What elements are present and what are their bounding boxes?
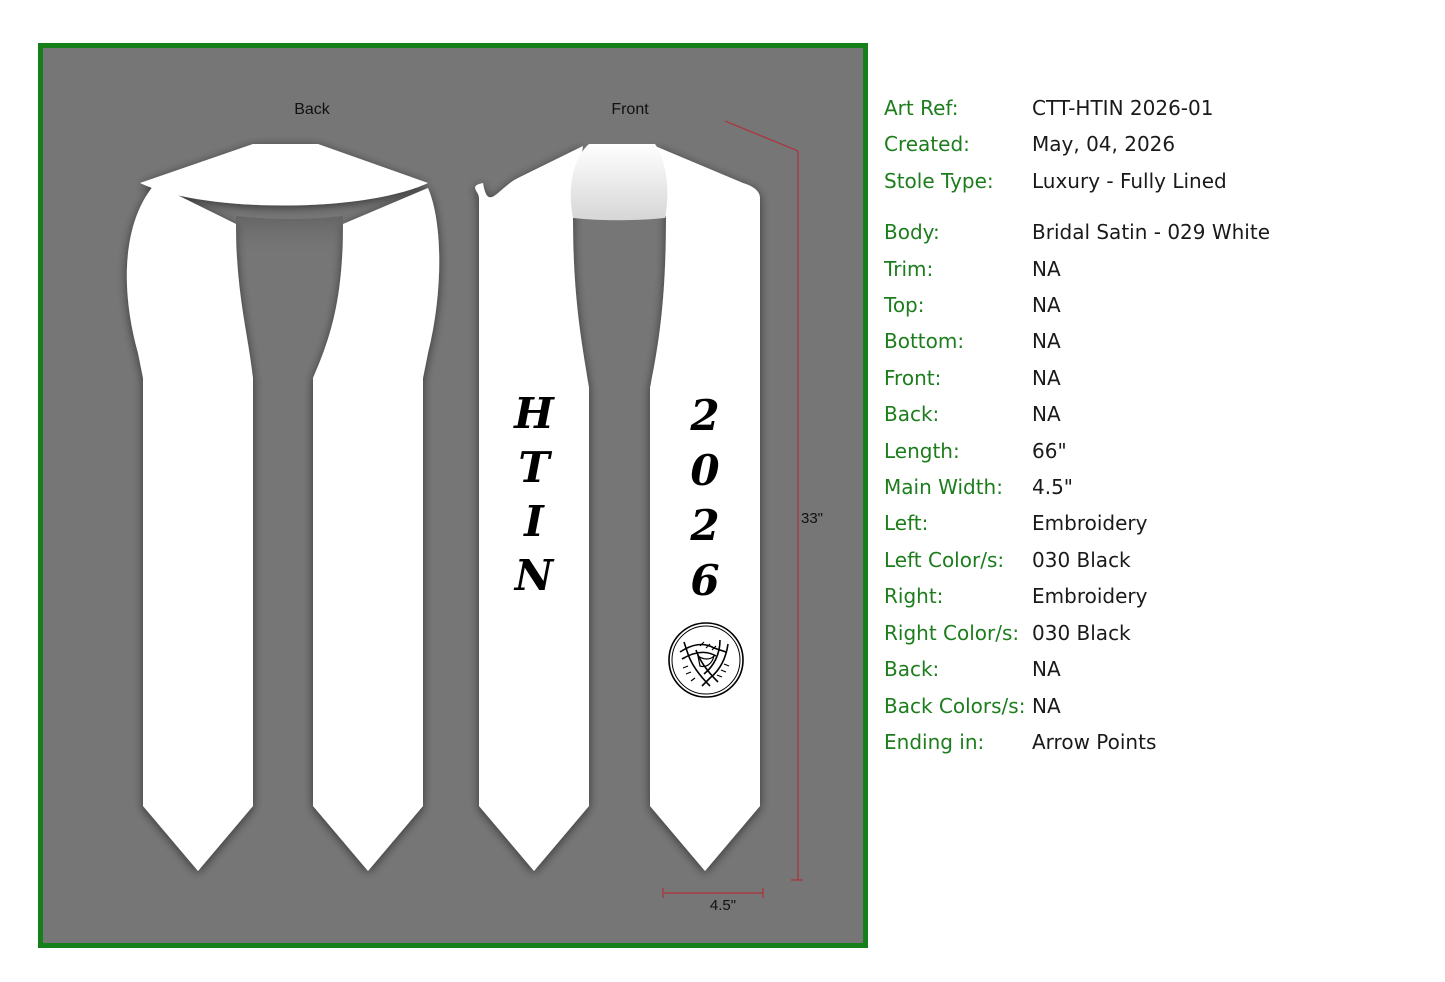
stole-artwork: H T I N 2 0 2 6 Back Front: [126, 101, 823, 914]
spec-row-back: Back: NA: [884, 396, 1424, 432]
spec-row-right: Right: Embroidery: [884, 578, 1424, 614]
spec-value: 4.5": [1032, 475, 1074, 500]
stole-front-right-panel: [650, 146, 760, 871]
stole-back-right-panel: [313, 188, 440, 871]
spec-row-back-colors: Back Colors/s:NA: [884, 688, 1424, 724]
spec-label: Main Width:: [884, 475, 1003, 500]
spec-row-length: Length: 66": [884, 433, 1424, 469]
spec-row-right-colors: Right Color/s: 030 Black: [884, 615, 1424, 651]
spec-row-created: Created: May, 04, 2026: [884, 126, 1424, 162]
width-dimension-line: [662, 888, 764, 898]
spec-row-trim: Trim: NA: [884, 251, 1424, 287]
spec-value: Bridal Satin - 029 White: [1032, 220, 1271, 245]
left-letter-1: H: [513, 389, 555, 438]
spec-row-ending: Ending in: Arrow Points: [884, 724, 1424, 760]
joined-hands-emblem-icon: [668, 622, 744, 698]
spec-row-bottom: Bottom: NA: [884, 323, 1424, 359]
width-dimension-label: 4.5": [710, 897, 736, 914]
spec-label: Right Color/s:: [884, 620, 1020, 645]
spec-row-stole-type: Stole Type: Luxury - Fully Lined: [884, 163, 1424, 199]
spec-label: Length:: [884, 438, 960, 463]
spec-row-front: Front: NA: [884, 360, 1424, 396]
spec-label: Right:: [884, 584, 944, 609]
spec-label: Ending in:: [884, 729, 985, 754]
stole-front-left-panel: [475, 146, 589, 871]
spec-value: NA: [1032, 329, 1061, 354]
spec-value: 030 Black: [1032, 547, 1131, 572]
stole-front-neck-band: [570, 144, 668, 221]
left-letter-3: I: [523, 497, 545, 546]
stole-spec-list: Art Ref: CTT-HTIN 2026-01 Created: May, 04…: [884, 90, 1424, 760]
spec-row-main-width: Main Width: 4.5": [884, 469, 1424, 505]
spec-value: NA: [1032, 402, 1061, 427]
length-dimension-line: [724, 120, 803, 881]
left-letter-2: T: [518, 443, 552, 492]
right-digit-2: 0: [690, 446, 719, 495]
spec-value: Luxury - Fully Lined: [1032, 168, 1227, 193]
right-digit-1: 2: [689, 391, 719, 440]
spec-label: Back:: [884, 657, 940, 682]
spec-value: NA: [1032, 256, 1061, 281]
spec-value: 66": [1032, 438, 1067, 463]
stole-back-view: [126, 144, 440, 871]
spec-value: NA: [1032, 365, 1061, 390]
right-panel-embroidery: 2 0 2 6: [689, 391, 719, 605]
back-view-label: Back: [294, 101, 331, 118]
spec-label: Art Ref:: [884, 96, 959, 120]
spec-label: Created:: [884, 132, 970, 157]
left-letter-4: N: [513, 551, 555, 600]
stole-front-view: [475, 146, 760, 871]
spec-value: May, 04, 2026: [1032, 132, 1176, 157]
spec-value: NA: [1032, 693, 1061, 718]
spec-value: Embroidery: [1032, 584, 1148, 609]
spec-label: Trim:: [884, 256, 934, 281]
spec-row-body: Body: Bridal Satin - 029 White: [884, 214, 1424, 250]
spec-label: Left Color/s:: [884, 547, 1005, 572]
spec-row-back-2: Back: NA: [884, 651, 1424, 687]
spec-row-left-colors: Left Color/s: 030 Black: [884, 542, 1424, 578]
right-digit-4: 6: [690, 556, 719, 605]
spec-label: Left:: [884, 511, 929, 536]
spec-value: 030 Black: [1032, 620, 1131, 645]
spec-value: NA: [1032, 657, 1061, 682]
stole-back-left-panel: [126, 184, 253, 871]
front-view-label: Front: [611, 101, 649, 118]
spec-value: Embroidery: [1032, 511, 1148, 536]
spec-label: Top:: [884, 293, 925, 318]
right-digit-3: 2: [689, 501, 719, 550]
spec-label: Back:: [884, 402, 940, 427]
spec-row-top: Top: NA: [884, 287, 1424, 323]
spec-value: NA: [1032, 293, 1061, 318]
spec-row-left: Left: Embroidery: [884, 505, 1424, 541]
spec-label: Bottom:: [884, 329, 965, 354]
spec-label: Front:: [884, 365, 942, 390]
stole-artwork-frame: H T I N 2 0 2 6 Back Front: [38, 43, 868, 948]
stole-back-collar: [140, 144, 428, 206]
spec-value: Arrow Points: [1032, 729, 1157, 754]
spec-value: CTT-HTIN 2026-01: [1032, 96, 1214, 120]
spec-label: Body:: [884, 220, 940, 245]
left-panel-embroidery: H T I N: [513, 389, 555, 600]
spec-label: Back Colors/s:: [884, 693, 1026, 718]
length-dimension-label: 33": [801, 510, 823, 527]
spec-label: Stole Type:: [884, 168, 994, 193]
spec-row-art-ref: Art Ref: CTT-HTIN 2026-01: [884, 90, 1424, 126]
